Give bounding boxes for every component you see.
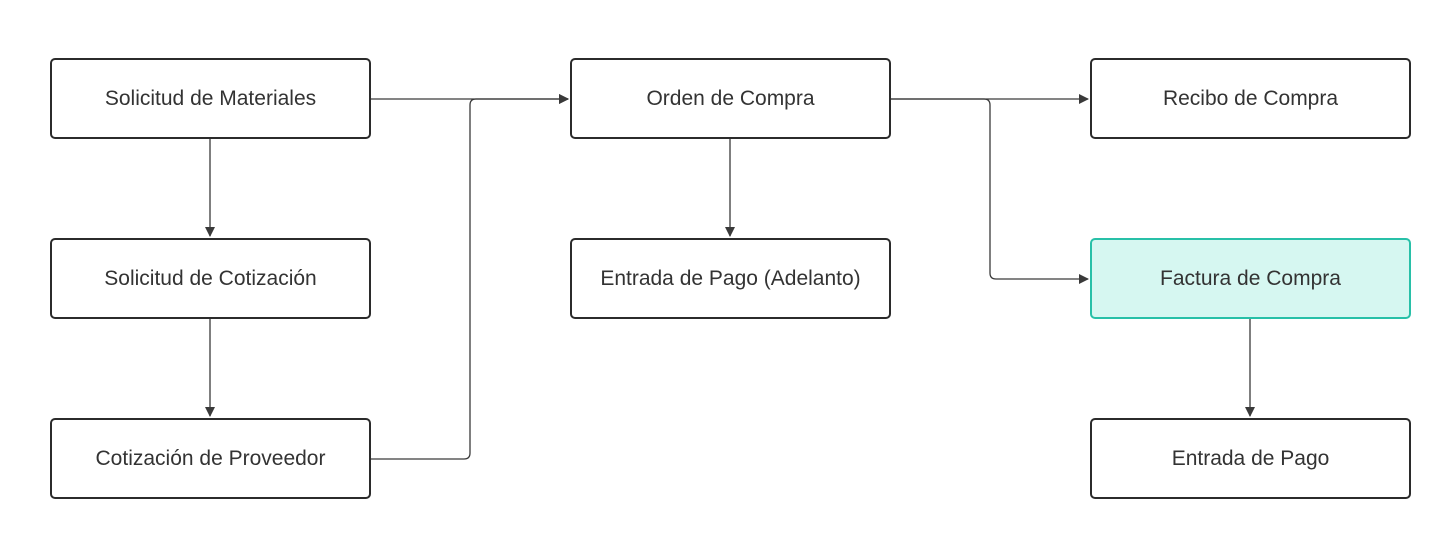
node-label: Factura de Compra — [1160, 266, 1341, 290]
node-label: Recibo de Compra — [1162, 86, 1339, 110]
node-orden-compra[interactable]: Orden de Compra — [570, 58, 891, 139]
edge-orden-compra-to-factura-compra — [891, 98, 1089, 284]
node-entrada-pago[interactable]: Entrada de Pago — [1090, 418, 1411, 499]
node-factura-compra[interactable]: Factura de Compra — [1090, 238, 1411, 319]
node-cotizacion-proveedor[interactable]: Cotización de Proveedor — [50, 418, 371, 499]
node-label: Entrada de Pago — [1171, 446, 1330, 470]
node-label: Solicitud de Materiales — [104, 86, 317, 110]
node-label: Entrada de Pago (Adelanto) — [600, 266, 861, 290]
edge-cotizacion-proveedor-to-orden-compra — [371, 94, 569, 460]
node-label: Solicitud de Cotización — [104, 266, 317, 290]
node-recibo-compra[interactable]: Recibo de Compra — [1090, 58, 1411, 139]
node-entrada-pago-adelanto[interactable]: Entrada de Pago (Adelanto) — [570, 238, 891, 319]
node-solicitud-materiales[interactable]: Solicitud de Materiales — [50, 58, 371, 139]
node-label: Orden de Compra — [646, 86, 815, 110]
node-label: Cotización de Proveedor — [95, 446, 326, 470]
node-solicitud-cotizacion[interactable]: Solicitud de Cotización — [50, 238, 371, 319]
